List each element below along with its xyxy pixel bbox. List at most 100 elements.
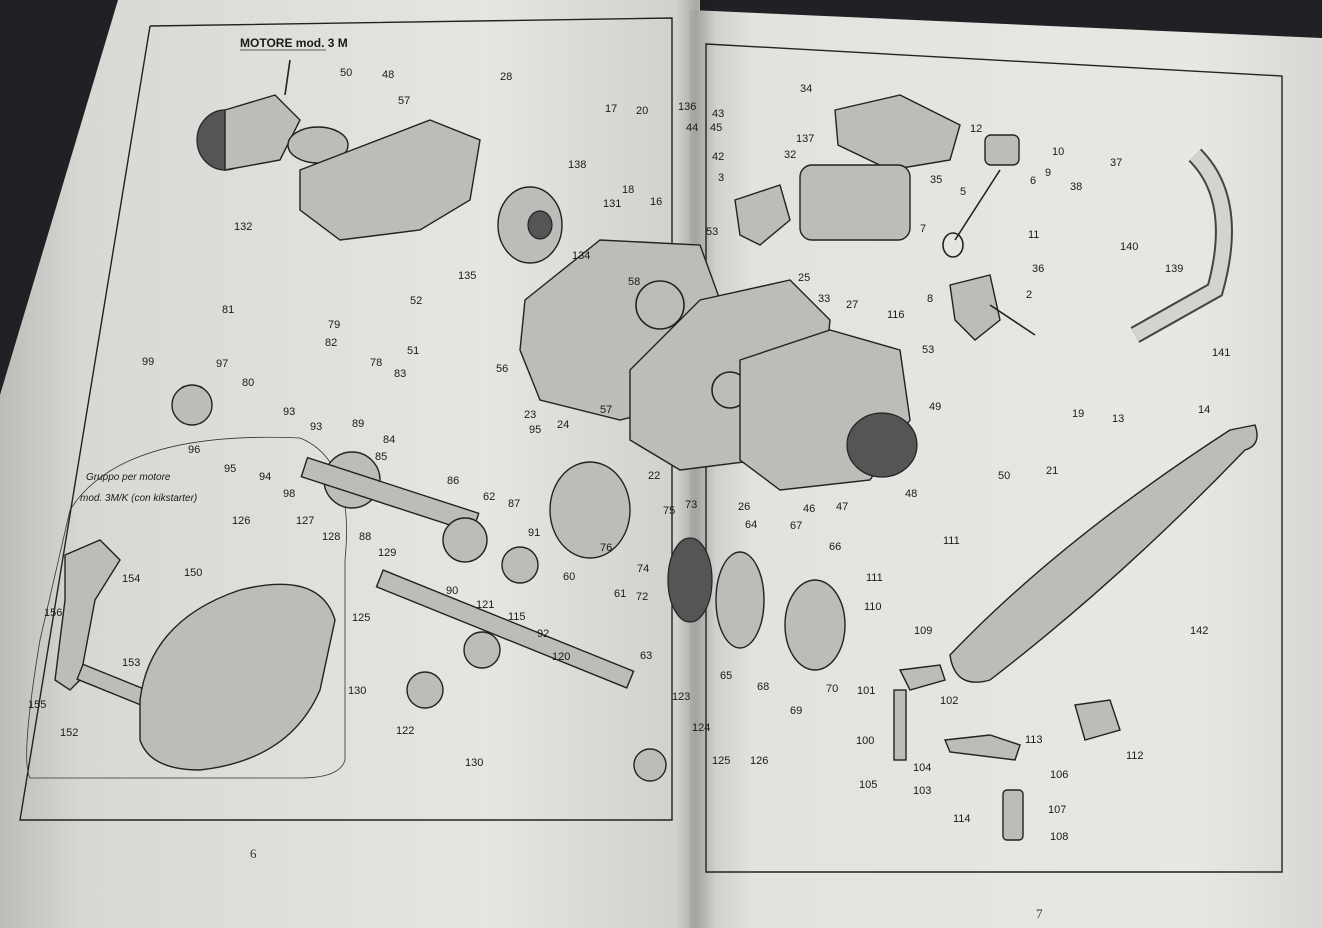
callout-label: 51 — [407, 345, 419, 357]
callout-label: 11 — [1028, 229, 1039, 241]
callout-label: 126 — [750, 755, 768, 767]
callout-label: 134 — [572, 250, 590, 262]
callout-label: 69 — [790, 705, 802, 717]
callout-label: 127 — [296, 515, 314, 527]
callout-label: 20 — [636, 105, 648, 117]
gear-122 — [406, 671, 444, 709]
callout-label: 91 — [528, 527, 540, 539]
callout-label: 36 — [1032, 263, 1044, 275]
callout-label: 125 — [712, 755, 730, 767]
gear-121 — [463, 631, 501, 669]
callout-label: 86 — [447, 475, 459, 487]
callout-label: 7 — [920, 223, 926, 235]
callout-label: 103 — [913, 785, 931, 797]
callout-label: 138 — [568, 159, 586, 171]
callout-label: 61 — [614, 588, 626, 600]
callout-label: 75 — [663, 505, 675, 517]
cover-cap — [846, 412, 918, 478]
gear-90 — [442, 517, 488, 563]
callout-label: 22 — [648, 470, 660, 482]
callout-label: 24 — [557, 419, 569, 431]
muffler — [949, 424, 1258, 683]
callout-label: 66 — [829, 541, 841, 553]
callout-label: 47 — [836, 501, 848, 513]
callout-label: 113 — [1025, 734, 1043, 746]
callout-label: 5 — [960, 186, 966, 198]
callout-label: 19 — [1072, 408, 1084, 420]
callout-label: 27 — [846, 299, 858, 311]
page-number-left: 6 — [250, 846, 257, 861]
callout-label: 65 — [720, 670, 732, 682]
callout-label: 48 — [905, 488, 917, 500]
left-page-frame — [19, 17, 673, 821]
callout-label: 2 — [1026, 289, 1032, 301]
clutch-basket — [549, 461, 631, 559]
callout-label: 97 — [216, 358, 228, 370]
callout-label: 95 — [224, 463, 236, 475]
callout-label: 128 — [322, 531, 340, 543]
callout-label: 104 — [913, 762, 931, 774]
callout-label: 64 — [745, 519, 757, 531]
callout-label: 46 — [803, 503, 815, 515]
callout-label: 89 — [352, 418, 364, 430]
callout-label: 32 — [784, 149, 796, 161]
callout-label: 72 — [636, 591, 648, 603]
callout-label: 34 — [800, 83, 812, 95]
callout-label: 109 — [914, 625, 932, 637]
callout-label: 141 — [1212, 347, 1230, 359]
callout-label: 25 — [798, 272, 810, 284]
callout-label: 137 — [796, 133, 814, 145]
callout-label: 125 — [352, 612, 370, 624]
bracket-112 — [1074, 699, 1121, 741]
callout-label: 140 — [1120, 241, 1138, 253]
callout-label: 155 — [28, 699, 46, 711]
diagram-title: MOTORE mod. 3 M — [240, 36, 348, 50]
callout-label: 14 — [1198, 404, 1210, 416]
callout-label: 35 — [930, 174, 942, 186]
left-side-cover — [299, 119, 481, 241]
callout-label: 62 — [483, 491, 495, 503]
callout-label: 12 — [970, 123, 982, 135]
callout-label: 98 — [283, 488, 295, 500]
callout-label: 105 — [859, 779, 877, 791]
pressure-plate — [784, 579, 846, 671]
callout-label: 139 — [1165, 263, 1183, 275]
callout-label: 18 — [622, 184, 634, 196]
callout-label: 152 — [60, 727, 78, 739]
callout-label: 60 — [563, 571, 575, 583]
callout-label: 153 — [122, 657, 140, 669]
selector-arm — [898, 664, 946, 691]
callout-label: 21 — [1046, 465, 1058, 477]
callout-label: 111 — [866, 572, 883, 584]
gear-91 — [501, 546, 539, 584]
kit-group-outline — [26, 436, 347, 779]
flywheel-magneto — [497, 186, 563, 264]
callout-label: 58 — [628, 276, 640, 288]
callout-label: 124 — [692, 722, 710, 734]
callout-label: 154 — [122, 573, 140, 585]
callout-label: 3 — [718, 172, 724, 184]
callout-label: 130 — [465, 757, 483, 769]
callout-label: 88 — [359, 531, 371, 543]
callout-label: 132 — [234, 221, 252, 233]
callout-label: 26 — [738, 501, 750, 513]
crankshaft-left — [734, 184, 791, 246]
callout-label: 50 — [998, 470, 1010, 482]
kickstart-cover — [139, 583, 336, 771]
callout-label: 37 — [1110, 157, 1122, 169]
callout-label: 95 — [529, 424, 541, 436]
callout-label: 57 — [600, 404, 612, 416]
cylinder — [799, 164, 911, 241]
kit-note-line1: Gruppo per motore — [86, 472, 171, 483]
callout-label: 123 — [672, 691, 690, 703]
callout-label: 120 — [552, 651, 570, 663]
callout-label: 129 — [378, 547, 396, 559]
pin-107 — [1002, 789, 1024, 841]
callout-label: 9 — [1045, 167, 1051, 179]
callout-label: 99 — [142, 356, 154, 368]
callout-label: 150 — [184, 567, 202, 579]
callout-label: 110 — [864, 601, 882, 613]
selector-shaft-100 — [893, 689, 907, 761]
callout-label: 13 — [1112, 413, 1124, 425]
layshaft-120 — [375, 569, 635, 689]
